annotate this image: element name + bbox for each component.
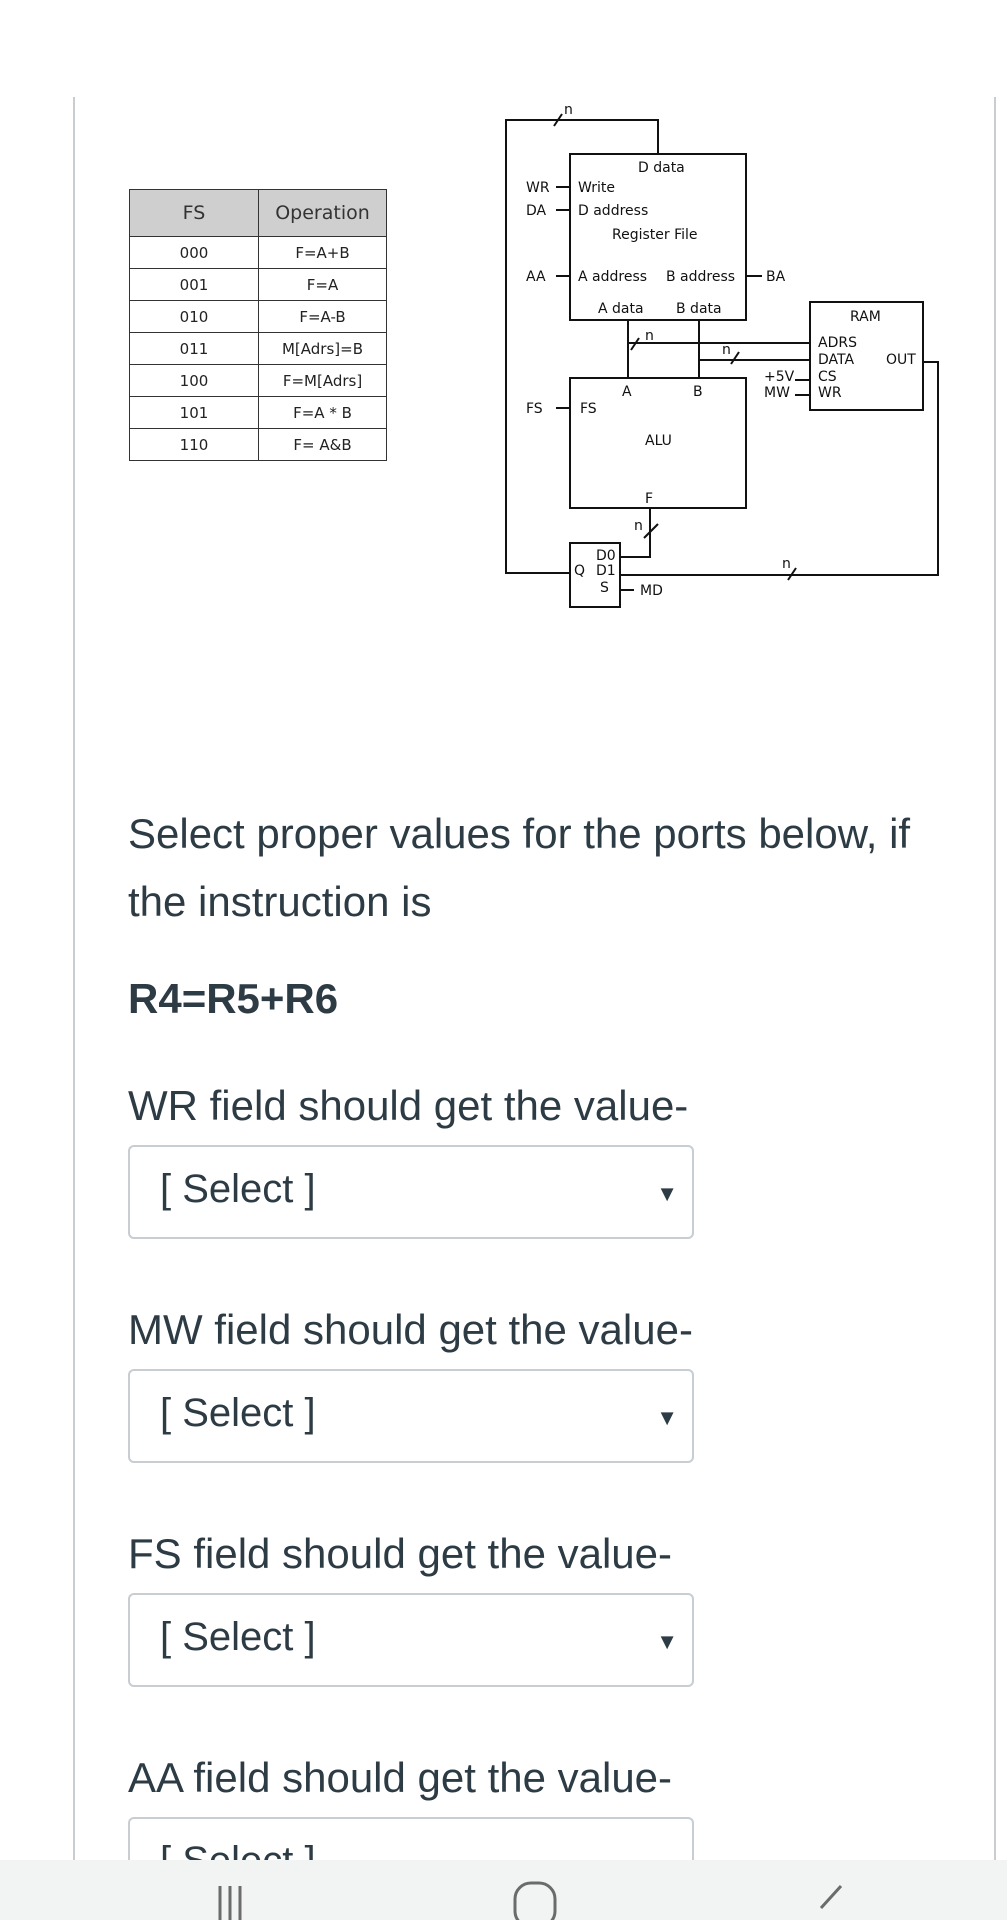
mux-q-label: Q — [574, 563, 585, 579]
fs-code-cell: 001 — [129, 268, 259, 301]
rf-b-data-label: B data — [676, 301, 722, 317]
bus-width-label: n — [634, 518, 643, 534]
fs-code-cell: 101 — [129, 396, 259, 429]
operation-cell: F=A+B — [258, 236, 387, 269]
plus5v-label: +5V — [764, 369, 795, 385]
caret-down-icon: ▼ — [656, 1629, 678, 1654]
ram-cs-label: CS — [818, 369, 837, 385]
instruction-text: R4=R5+R6 — [128, 975, 339, 1022]
operation-cell: M[Adrs]=B — [258, 332, 387, 365]
bus-width-label: n — [564, 102, 573, 118]
aa-select[interactable]: [ Select ] — [128, 1817, 694, 1860]
alu-a-label: A — [622, 384, 632, 400]
mux-d0-label: D0 — [596, 548, 616, 564]
operation-cell: F=A — [258, 268, 387, 301]
bus-width-label: n — [722, 342, 731, 358]
mw-field-label: MW field should get the value- — [128, 1306, 693, 1353]
aa-field-label: AA field should get the value- — [128, 1754, 673, 1801]
rf-a-data-label: A data — [598, 301, 644, 317]
home-icon[interactable] — [512, 1878, 558, 1920]
datapath-diagram: WR DA AA BA FS D data Write D address Re… — [505, 102, 939, 608]
aa-port-label: AA — [526, 269, 546, 285]
ram-title: RAM — [850, 309, 881, 325]
system-nav-bar — [0, 1860, 1007, 1920]
fs-select[interactable]: [ Select ] ▼ — [128, 1593, 694, 1687]
fs-port-label: FS — [526, 401, 543, 417]
table-header-operation: Operation — [258, 189, 387, 237]
back-icon[interactable] — [815, 1878, 845, 1920]
alu-title: ALU — [645, 433, 672, 449]
bus-width-label: n — [645, 328, 654, 344]
table-header-fs: FS — [129, 189, 259, 237]
ram-wr-label: WR — [818, 385, 842, 401]
select-value: [ Select ] — [160, 1167, 316, 1211]
fs-code-cell: 011 — [129, 332, 259, 365]
rf-write-label: Write — [578, 180, 615, 196]
ba-port-label: BA — [766, 269, 786, 285]
fs-code-cell: 000 — [129, 236, 259, 269]
caret-down-icon: ▼ — [656, 1181, 678, 1206]
md-label: MD — [640, 583, 663, 599]
alu-fs-label: FS — [580, 401, 597, 417]
caret-down-icon: ▼ — [656, 1405, 678, 1430]
register-file-title: Register File — [612, 227, 698, 243]
page-border-right — [994, 97, 996, 1860]
fs-code-cell: 010 — [129, 300, 259, 333]
select-value: [ Select ] — [160, 1839, 316, 1860]
operation-cell: F=A-B — [258, 300, 387, 333]
rf-a-address-label: A address — [578, 269, 647, 285]
ram-out-label: OUT — [886, 352, 916, 368]
fs-code-cell: 100 — [129, 364, 259, 397]
ram-box — [809, 301, 924, 411]
select-value: [ Select ] — [160, 1615, 316, 1659]
operation-cell: F=A * B — [258, 396, 387, 429]
fs-code-cell: 110 — [129, 428, 259, 461]
wr-field-label: WR field should get the value- — [128, 1082, 689, 1129]
wr-port-label: WR — [526, 180, 550, 196]
alu-box — [569, 377, 747, 509]
wr-select[interactable]: [ Select ] ▼ — [128, 1145, 694, 1239]
operation-cell: F=M[Adrs] — [258, 364, 387, 397]
rf-d-address-label: D address — [578, 203, 648, 219]
mw-port-label: MW — [764, 385, 790, 401]
alu-b-label: B — [693, 384, 703, 400]
mux-s-label: S — [600, 580, 609, 596]
rf-b-address-label: B address — [666, 269, 735, 285]
bus-width-label: n — [782, 556, 791, 572]
question-text: Select proper values for the ports below… — [128, 810, 911, 925]
operation-cell: F= A&B — [258, 428, 387, 461]
mux-d1-label: D1 — [596, 563, 616, 579]
rf-d-data-label: D data — [638, 160, 685, 176]
da-port-label: DA — [526, 203, 547, 219]
mw-select[interactable]: [ Select ] ▼ — [128, 1369, 694, 1463]
alu-f-label: F — [645, 491, 653, 507]
ram-adrs-label: ADRS — [818, 335, 857, 351]
page-border-left — [73, 97, 75, 1860]
fs-field-label: FS field should get the value- — [128, 1530, 672, 1577]
ram-data-label: DATA — [818, 352, 854, 368]
select-value: [ Select ] — [160, 1391, 316, 1435]
recent-apps-icon[interactable] — [215, 1878, 245, 1920]
